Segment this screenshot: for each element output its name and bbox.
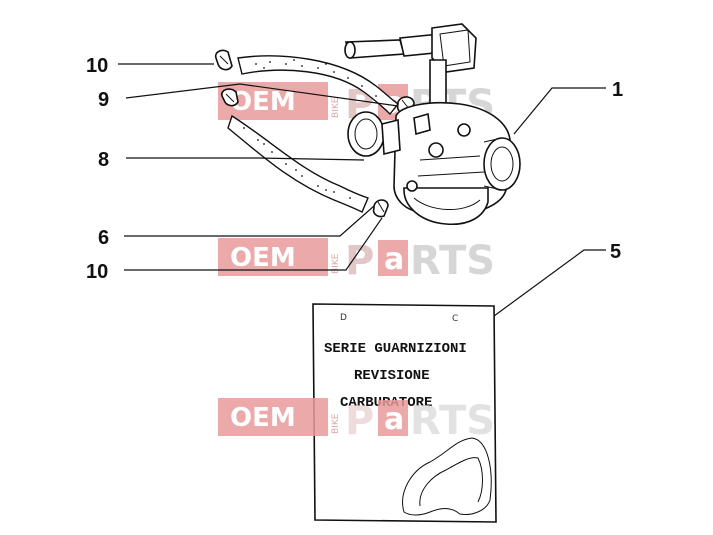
leader-9 [125, 83, 399, 107]
manifold-stub [381, 118, 401, 156]
callout-labels: 10 9 8 6 10 1 5 [86, 55, 623, 283]
watermark-oem-text: OEM [230, 243, 296, 273]
hose-speckle [243, 127, 351, 199]
leader-6 [124, 205, 375, 237]
float-bowl [403, 187, 489, 226]
callout-label: 9 [98, 89, 109, 111]
watermark-bike-text: BIKE [331, 413, 341, 434]
leader-1 [513, 87, 606, 135]
hose-clip-bottom [372, 199, 389, 218]
leader-10-bottom [124, 217, 383, 271]
watermark-p-text: P [345, 398, 374, 444]
gasket-inner-line [419, 457, 483, 507]
callout-label: 10 [86, 55, 108, 77]
lower-hose [227, 114, 369, 213]
watermark-a-box [378, 400, 408, 436]
upper-hose [237, 55, 400, 116]
leader-8 [126, 157, 365, 161]
clip-body [372, 199, 389, 218]
watermark-oem-text: OEM [230, 403, 296, 433]
watermark-middle: OEM BIKE P a RTS [218, 238, 495, 284]
idle-screw [457, 123, 471, 137]
watermark-rts-text: RTS [410, 238, 495, 284]
gasket-shape-icon [402, 437, 492, 516]
leader-lines [118, 63, 606, 317]
watermark-p-text: P [345, 238, 374, 284]
intake-bore [483, 137, 521, 191]
lower-hose-body [227, 114, 369, 213]
carburetor-assembly [344, 23, 521, 226]
envelope-mark-left: D [340, 313, 347, 323]
watermark-bike-text: BIKE [331, 97, 341, 118]
callout-label: 6 [98, 227, 109, 249]
hose-speckle [255, 59, 377, 97]
kit-text-line2: REVISIONE [354, 368, 430, 384]
watermark-a-text: a [384, 402, 404, 437]
callout-label: 1 [612, 79, 623, 101]
watermark-bike-text: BIKE [331, 253, 341, 274]
envelope-mark-right: C [452, 314, 458, 324]
fuel-fitting [413, 112, 431, 136]
drain-screw [406, 180, 418, 192]
callout-label: 5 [610, 241, 621, 263]
adjust-screw [428, 142, 444, 158]
hose-clip-middle-left [220, 88, 239, 107]
callout-label: 10 [86, 261, 108, 283]
leader-5 [493, 249, 606, 317]
watermark-bottom: OEM BIKE P a RTS [218, 398, 495, 444]
choke-tube-end [344, 41, 356, 59]
watermark-oem-text: OEM [230, 87, 296, 117]
hose-clip-top-left [214, 49, 233, 71]
callout-label: 8 [98, 149, 109, 171]
kit-text-line1: SERIE GUARNIZIONI [324, 341, 467, 357]
watermark-rts-text: RTS [410, 398, 495, 444]
watermark-a-box [378, 240, 408, 276]
watermark-oem-box [218, 398, 328, 436]
watermark-a-text: a [384, 242, 404, 277]
